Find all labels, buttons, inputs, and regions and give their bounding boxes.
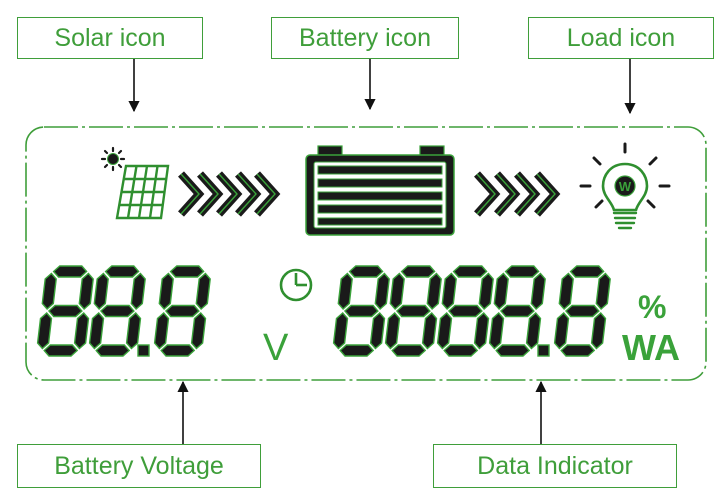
- unit-wa: WA: [622, 327, 680, 368]
- segment-d: [339, 344, 375, 357]
- segment-c: [525, 312, 542, 350]
- segment-c: [73, 312, 90, 350]
- data-digits: [332, 265, 611, 357]
- clock-icon: [279, 268, 313, 302]
- segment-g: [47, 304, 83, 318]
- segment-g: [499, 304, 535, 318]
- callout-arrows: [128, 59, 636, 444]
- segment-f: [158, 272, 174, 310]
- segment-g: [395, 304, 431, 318]
- segment-a: [104, 265, 140, 278]
- lcd-frame: [25, 126, 707, 381]
- segment-b: [130, 272, 146, 310]
- segment-a: [169, 265, 205, 278]
- segment-d: [443, 344, 479, 357]
- segment-a: [52, 265, 88, 278]
- segment-b: [78, 272, 94, 310]
- segment-b: [530, 272, 546, 310]
- battery-icon-callout: Battery icon: [271, 17, 459, 59]
- segment-g: [99, 304, 135, 318]
- voltage-digits: [36, 265, 211, 357]
- battery-voltage-callout: Battery Voltage: [17, 444, 261, 488]
- segment-d: [95, 344, 131, 357]
- segment-d: [495, 344, 531, 357]
- segment-a: [348, 265, 384, 278]
- segment-g: [343, 304, 379, 318]
- segment-d: [560, 344, 596, 357]
- segment-e: [36, 312, 53, 350]
- segment-c: [421, 312, 438, 350]
- segment-b: [374, 272, 390, 310]
- load-icon-callout: Load icon: [528, 17, 714, 59]
- segment-f: [389, 272, 405, 310]
- segment-b: [426, 272, 442, 310]
- segment-a: [400, 265, 436, 278]
- segment-f: [41, 272, 57, 310]
- segment-f: [93, 272, 109, 310]
- segment-d: [43, 344, 79, 357]
- segment-f: [441, 272, 457, 310]
- decimal-point: [137, 344, 150, 357]
- battery-icon: [305, 145, 455, 236]
- segment-a: [504, 265, 540, 278]
- segment-b: [595, 272, 611, 310]
- segment-g: [564, 304, 600, 318]
- segment-a: [569, 265, 605, 278]
- segment-b: [195, 272, 211, 310]
- segment-f: [493, 272, 509, 310]
- segment-e: [153, 312, 170, 350]
- segment-c: [125, 312, 142, 350]
- segment-e: [332, 312, 349, 350]
- solar-panel-icon: [115, 164, 170, 220]
- segment-a: [452, 265, 488, 278]
- segment-c: [590, 312, 607, 350]
- segment-c: [190, 312, 207, 350]
- segment-c: [473, 312, 490, 350]
- segment-g: [447, 304, 483, 318]
- segment-e: [384, 312, 401, 350]
- solar-icon-callout: Solar icon: [17, 17, 203, 59]
- segment-d: [391, 344, 427, 357]
- segment-c: [369, 312, 386, 350]
- percent-symbol: %: [638, 289, 666, 325]
- segment-b: [478, 272, 494, 310]
- segment-g: [164, 304, 200, 318]
- segment-e: [553, 312, 570, 350]
- sun-icon: [100, 146, 126, 172]
- light-bulb-icon: W: [579, 142, 671, 230]
- segment-e: [488, 312, 505, 350]
- segment-e: [88, 312, 105, 350]
- segment-f: [558, 272, 574, 310]
- decimal-point: [537, 344, 550, 357]
- chevrons-icon: [178, 171, 281, 217]
- load-letter: W: [619, 179, 632, 194]
- segment-e: [436, 312, 453, 350]
- segment-f: [337, 272, 353, 310]
- data-indicator-callout: Data Indicator: [433, 444, 677, 488]
- segment-d: [160, 344, 196, 357]
- voltage-unit: V: [263, 327, 289, 369]
